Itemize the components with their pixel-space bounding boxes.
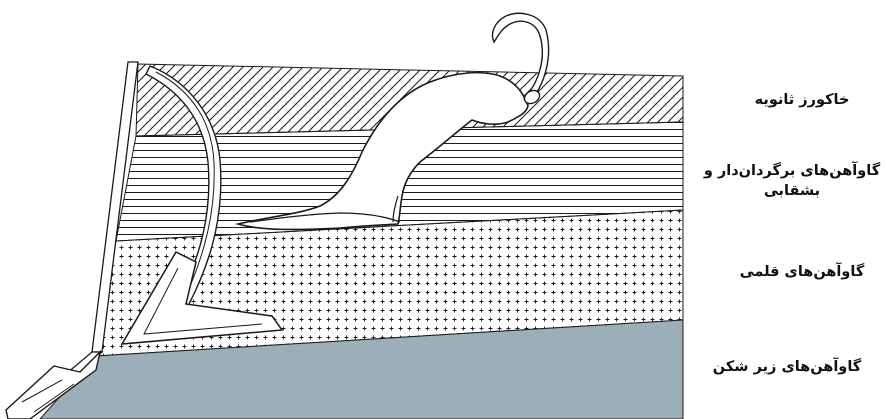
layer-label-chisel: گاوآهن‌های قلمی [717, 262, 887, 282]
layer-label-secondary: خاکورز ثانویه [717, 90, 887, 110]
layer-label-subsoiler: گاوآهن‌های زیر شکن [687, 357, 887, 377]
layer-label-moldboard: گاوآهن‌های برگردان‌دار و بشقابی [697, 161, 887, 201]
